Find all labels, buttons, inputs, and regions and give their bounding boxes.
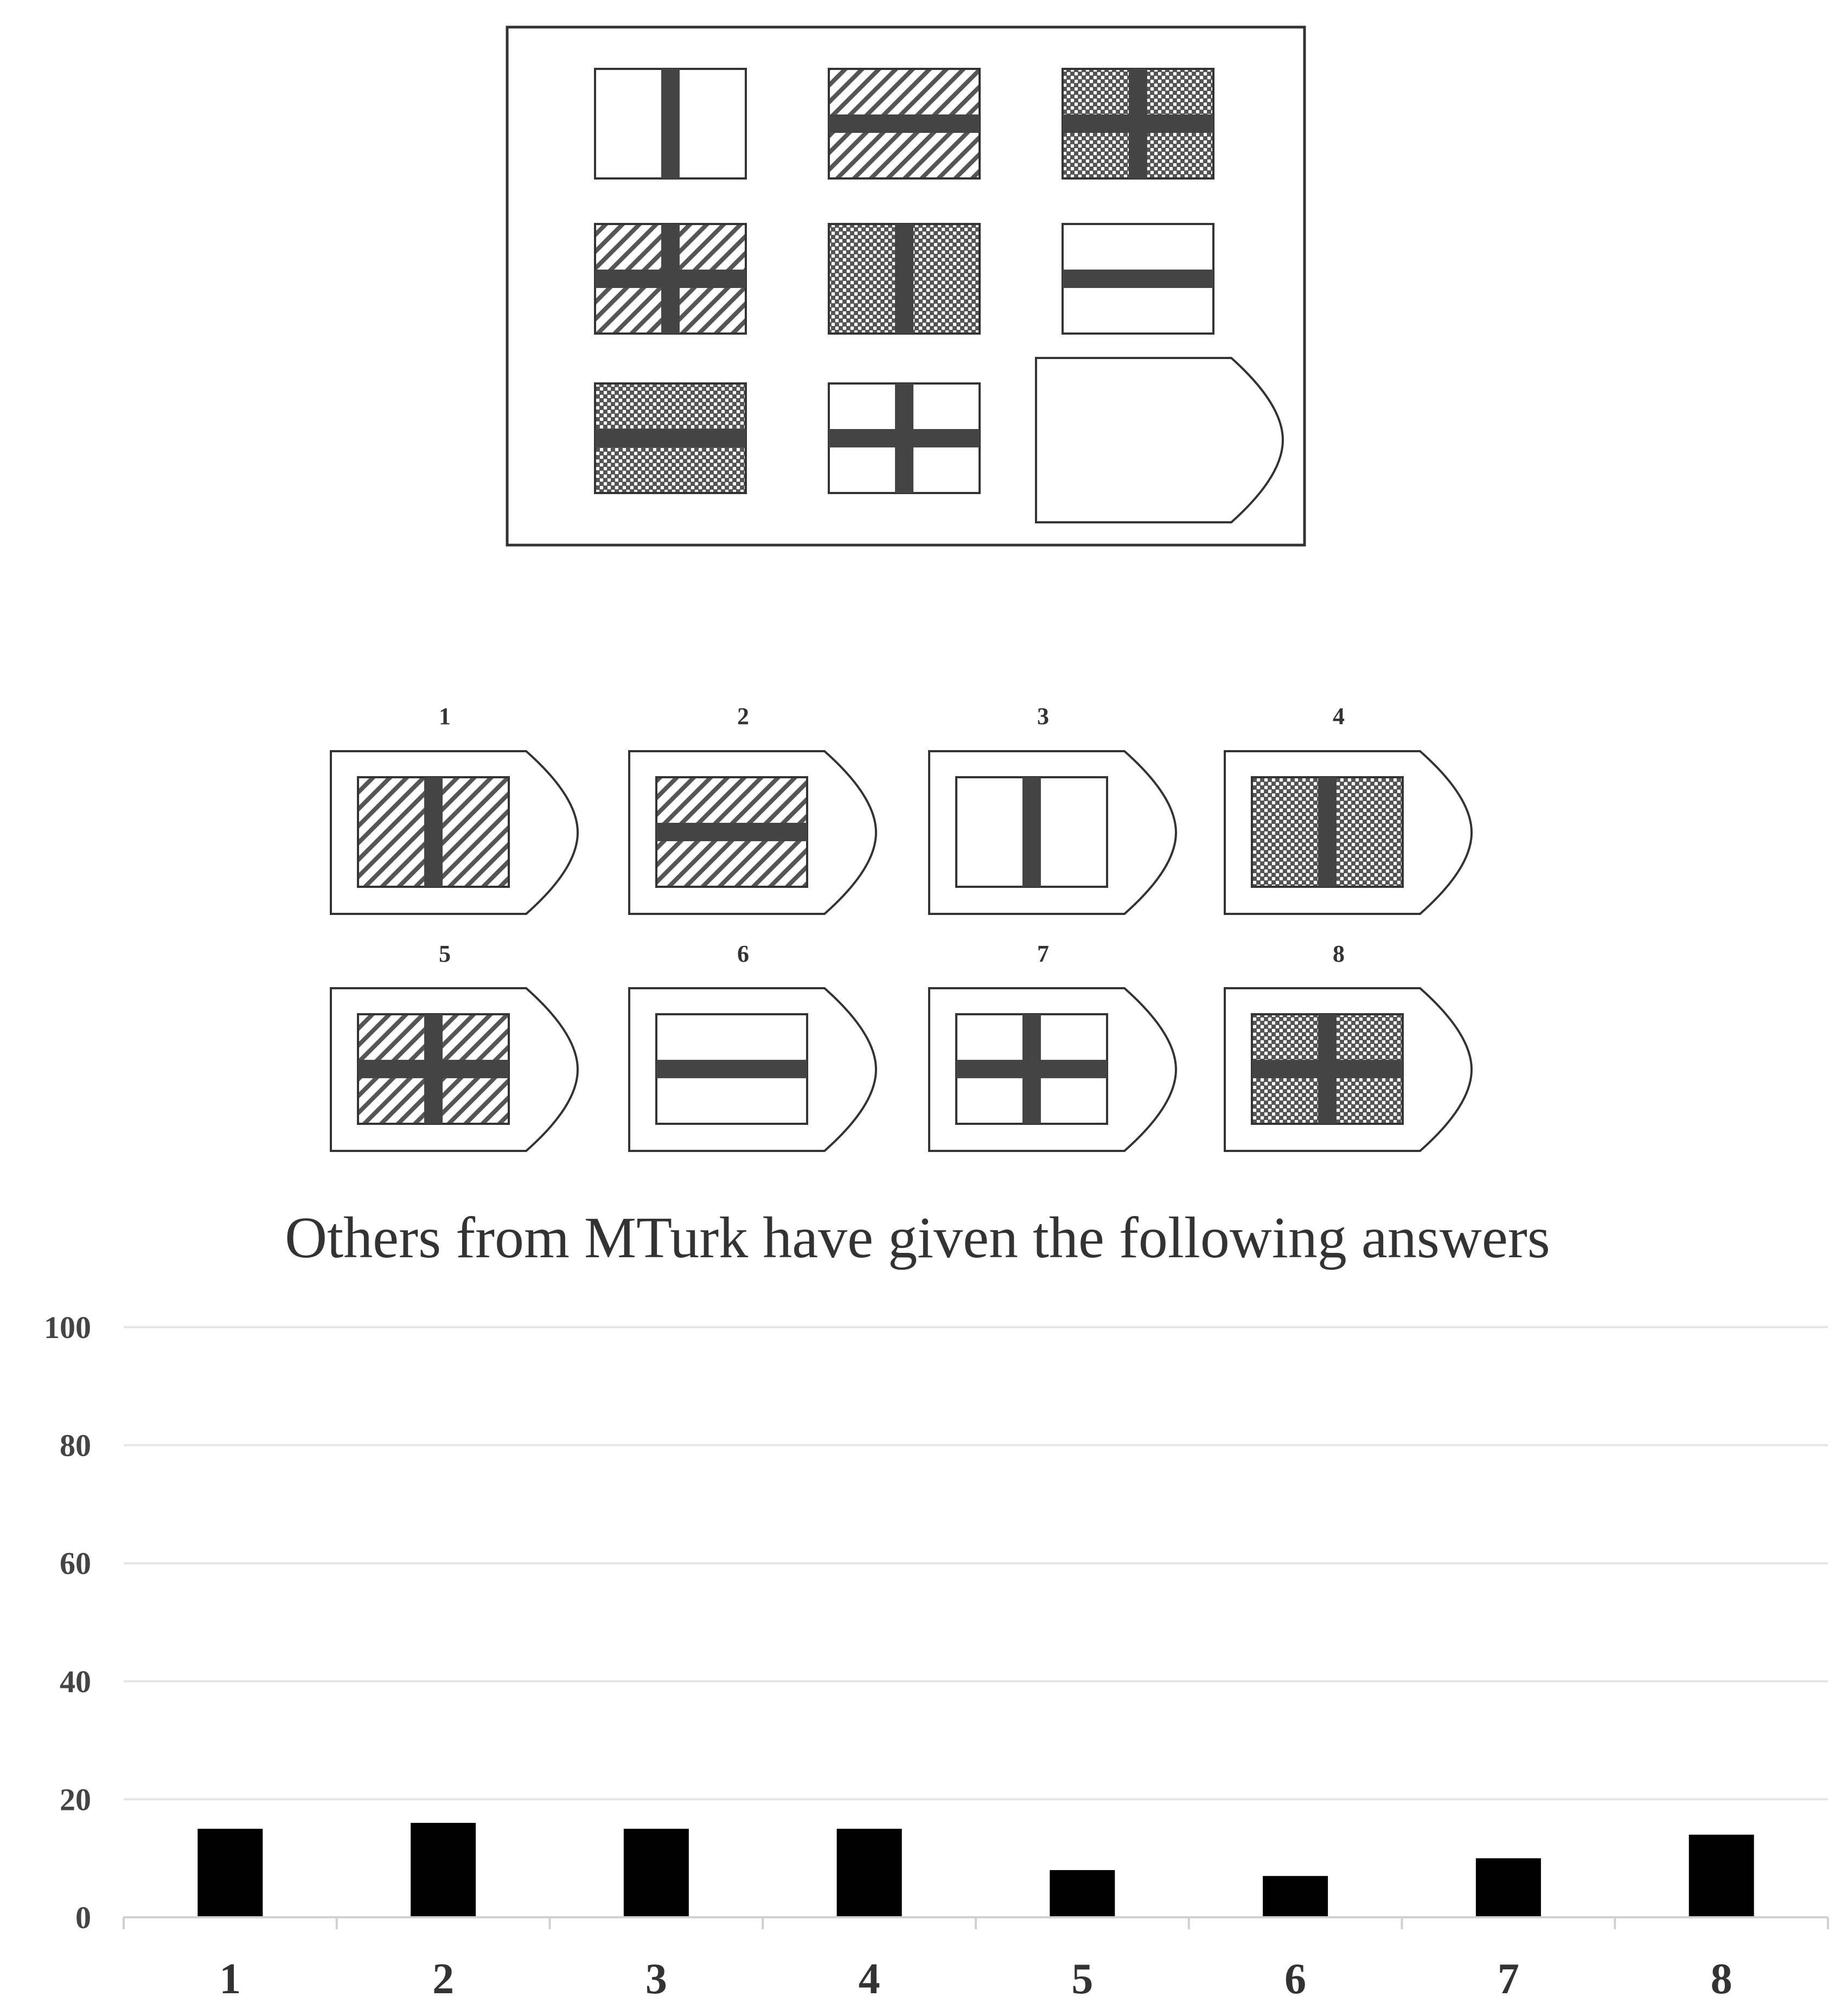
- option-card-4: 4: [1224, 703, 1473, 915]
- option-card-6: 6: [628, 940, 878, 1152]
- matrix-cell-8-horizontal-bar: [829, 429, 980, 447]
- bar-chart: 0 20 40 60 80 100 1 2 3 4 5 6 7 8: [44, 1310, 1829, 2003]
- matrix-cell-7: [594, 382, 747, 494]
- x-tick-label: 7: [1498, 1955, 1519, 2003]
- matrix-cell-1: [594, 68, 747, 180]
- x-tick-label: 3: [645, 1955, 667, 2003]
- option-card-5: 5: [330, 940, 579, 1152]
- x-tick-label: 2: [432, 1955, 454, 2003]
- option-2-horizontal-bar: [656, 823, 807, 841]
- x-tick-label: 5: [1071, 1955, 1093, 2003]
- option-8-horizontal-bar: [1252, 1060, 1403, 1078]
- y-tick-label: 60: [60, 1546, 91, 1581]
- option-card-8: 8: [1224, 940, 1473, 1152]
- matrix-cell-3-horizontal-bar: [1063, 114, 1213, 133]
- bar-1: [197, 1828, 263, 1917]
- option-number-label: 5: [439, 940, 451, 967]
- option-card-2: 2: [628, 703, 878, 915]
- puzzle-matrix: [506, 25, 1306, 547]
- option-5-horizontal-bar: [358, 1060, 509, 1078]
- matrix-cell-5-vertical-bar: [895, 224, 913, 334]
- matrix-cell-2-horizontal-bar: [829, 114, 980, 133]
- option-number-label: 2: [737, 703, 749, 729]
- answer-options: 1 2 3 4 5 6 7 8: [330, 703, 1473, 1152]
- matrix-cell-6: [1062, 223, 1214, 335]
- x-tick-label: 8: [1711, 1955, 1732, 2003]
- bar-5: [1050, 1870, 1115, 1917]
- option-4-vertical-bar: [1318, 777, 1337, 887]
- matrix-cell-5: [828, 223, 981, 335]
- option-1-vertical-bar: [424, 777, 443, 887]
- answer-slot: [1035, 357, 1284, 523]
- chart-title: Others from MTurk have given the followi…: [285, 1206, 1550, 1270]
- bar-6: [1263, 1876, 1328, 1917]
- matrix-cell-8: [828, 382, 981, 494]
- option-number-label: 7: [1037, 940, 1049, 967]
- option-7-horizontal-bar: [956, 1060, 1107, 1078]
- y-tick-label: 20: [60, 1782, 91, 1817]
- bar-7: [1475, 1858, 1541, 1917]
- x-tick-label: 1: [219, 1955, 241, 2003]
- bar-8: [1689, 1834, 1754, 1917]
- bar-3: [623, 1828, 689, 1917]
- bar-4: [836, 1828, 902, 1917]
- option-number-label: 8: [1333, 940, 1345, 967]
- option-6-horizontal-bar: [656, 1060, 807, 1078]
- option-card-1: 1: [330, 703, 579, 915]
- option-number-label: 4: [1333, 703, 1345, 729]
- matrix-cell-9: [1035, 357, 1284, 523]
- matrix-cell-4: [594, 223, 747, 335]
- x-tick-label: 4: [859, 1955, 880, 2003]
- option-number-label: 1: [439, 703, 451, 729]
- option-card-7: 7: [928, 940, 1178, 1152]
- y-tick-label: 80: [60, 1428, 91, 1463]
- y-tick-label: 40: [60, 1664, 91, 1699]
- x-tick-label: 6: [1284, 1955, 1306, 2003]
- matrix-cell-1-vertical-bar: [661, 69, 680, 178]
- puzzle-frame: [506, 25, 1306, 547]
- matrix-cell-2: [828, 68, 981, 180]
- option-3-vertical-bar: [1022, 777, 1041, 887]
- matrix-cell-3: [1062, 68, 1214, 180]
- option-number-label: 6: [737, 940, 749, 967]
- bar-2: [411, 1822, 476, 1917]
- y-tick-label: 0: [75, 1900, 91, 1935]
- matrix-cell-4-horizontal-bar: [595, 270, 746, 288]
- y-tick-label: 100: [44, 1310, 91, 1345]
- option-number-label: 3: [1037, 703, 1049, 729]
- option-card-3: 3: [928, 703, 1178, 915]
- matrix-cell-6-horizontal-bar: [1063, 270, 1213, 288]
- matrix-cell-7-horizontal-bar: [595, 429, 746, 447]
